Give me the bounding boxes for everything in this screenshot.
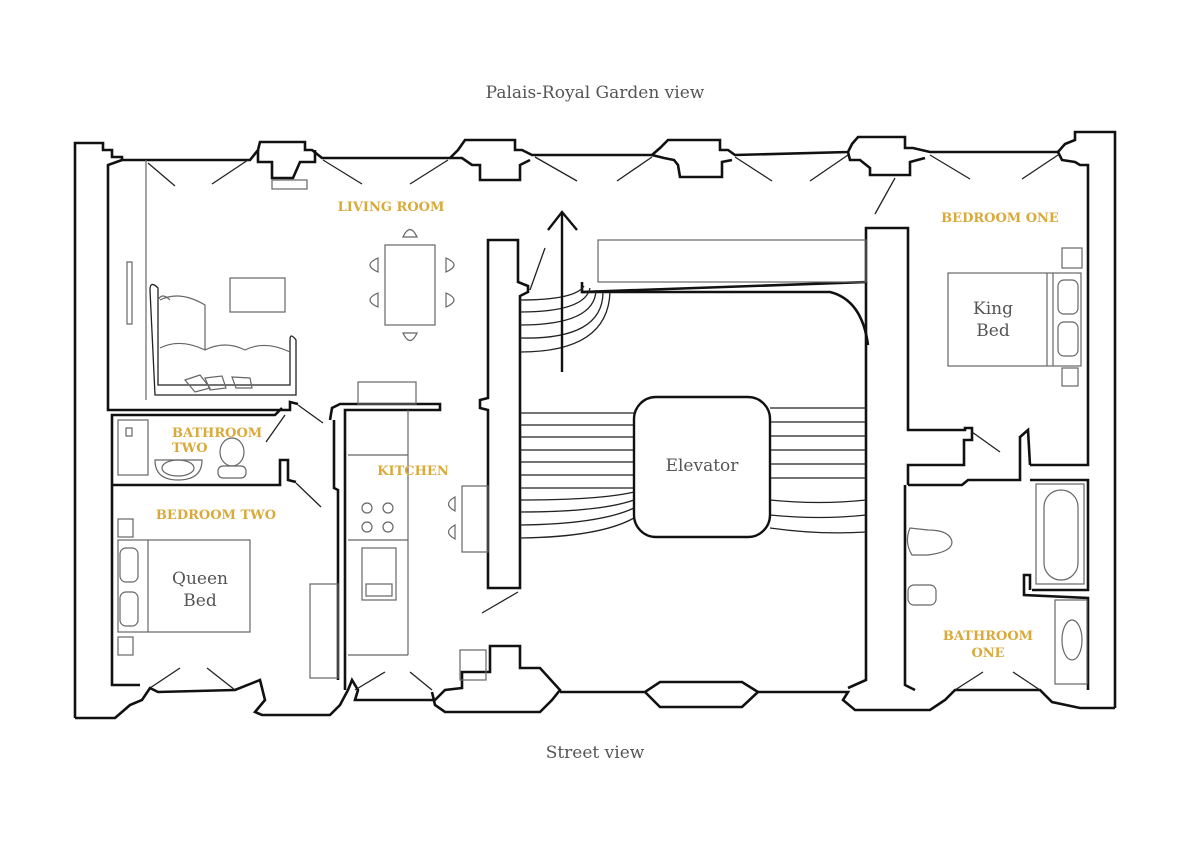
- elevator-label: Elevator: [666, 456, 740, 476]
- kitchen-left-inner: [332, 420, 340, 680]
- king-bed-label-2: Bed: [976, 321, 1010, 341]
- queen-bed: [117, 539, 251, 633]
- bathroom-one-label-1: BATHROOM: [943, 629, 1033, 644]
- bathroom-two-top: [110, 407, 283, 480]
- stair-curve-top: [582, 290, 870, 346]
- kitchen-left-wall: [328, 402, 442, 690]
- bathroom-two-label-1: BATHROOM: [172, 426, 262, 441]
- bedroom-one-right-wall: [1030, 151, 1090, 467]
- bathroom-one-top: [908, 427, 1032, 487]
- bathroom-two-label-2: TWO: [172, 441, 208, 456]
- bathroom-one-right: [1022, 573, 1090, 690]
- kitchen-fixtures: [348, 381, 489, 681]
- bottom-window-bay: [560, 680, 761, 709]
- street-view-caption: Street view: [546, 743, 645, 763]
- coffee-table: [229, 277, 286, 313]
- living-left-wall: [106, 158, 123, 400]
- bathroom-two-door-swing: [265, 414, 286, 443]
- staircase: [519, 210, 867, 539]
- corridor-right-wall: [847, 282, 868, 690]
- elevator-shaft: Elevator: [632, 395, 772, 539]
- window-bay-3: [651, 153, 733, 179]
- bedroom-one-door-swing: [971, 431, 1001, 453]
- queen-bed-label-1: Queen: [172, 569, 228, 589]
- bedroom-two-label: BEDROOM TWO: [156, 508, 276, 523]
- interior-walls: [106, 226, 1090, 692]
- entry-door-swing: [481, 591, 519, 614]
- bathroom-two-fixtures: [117, 419, 247, 481]
- central-wall: [478, 238, 530, 590]
- top-facade-wall: [73, 130, 1117, 718]
- king-bed-label-1: King: [973, 299, 1013, 319]
- bedroom-two-furniture: Queen Bed: [117, 518, 339, 679]
- bottom-facade-left: [75, 644, 562, 720]
- bottom-facade-right: [758, 688, 1115, 712]
- bedroom-two-door-swing: [295, 482, 322, 508]
- window-bay-2: [450, 156, 531, 182]
- bathtub-wall: [1030, 478, 1090, 592]
- stair-door-swing: [529, 247, 546, 291]
- kitchen-label: KITCHEN: [377, 464, 449, 479]
- garden-view-caption: Palais-Royal Garden view: [486, 83, 705, 103]
- sofa: [149, 283, 297, 396]
- door-swings: [147, 154, 1059, 691]
- living-room-label: LIVING ROOM: [338, 200, 445, 215]
- dining-table: [384, 244, 436, 326]
- bedroom-two-left: [110, 480, 140, 687]
- bedroom-one-label: BEDROOM ONE: [941, 211, 1059, 226]
- living-door-swing: [297, 404, 324, 424]
- bathroom-one-left: [903, 485, 916, 692]
- window-bay-1: [256, 150, 317, 180]
- outer-walls: [73, 130, 1117, 720]
- king-bed: [947, 272, 1082, 367]
- bathroom-two-bottom: [112, 458, 297, 487]
- window-bay-4: [846, 151, 926, 177]
- living-bottom-wall: [106, 400, 299, 412]
- bathroom-one-label-2: ONE: [971, 646, 1004, 661]
- queen-bed-label-2: Bed: [183, 591, 217, 611]
- corridor-counter: [597, 239, 867, 283]
- wardrobe: [309, 583, 339, 679]
- bathroom-one-fixtures: [906, 483, 1088, 685]
- bedroom-one-furniture: King Bed: [947, 247, 1083, 387]
- living-room-furniture: [126, 160, 455, 400]
- room-labels: LIVING ROOM BEDROOM ONE BATHROOM TWO KIT…: [156, 200, 1059, 661]
